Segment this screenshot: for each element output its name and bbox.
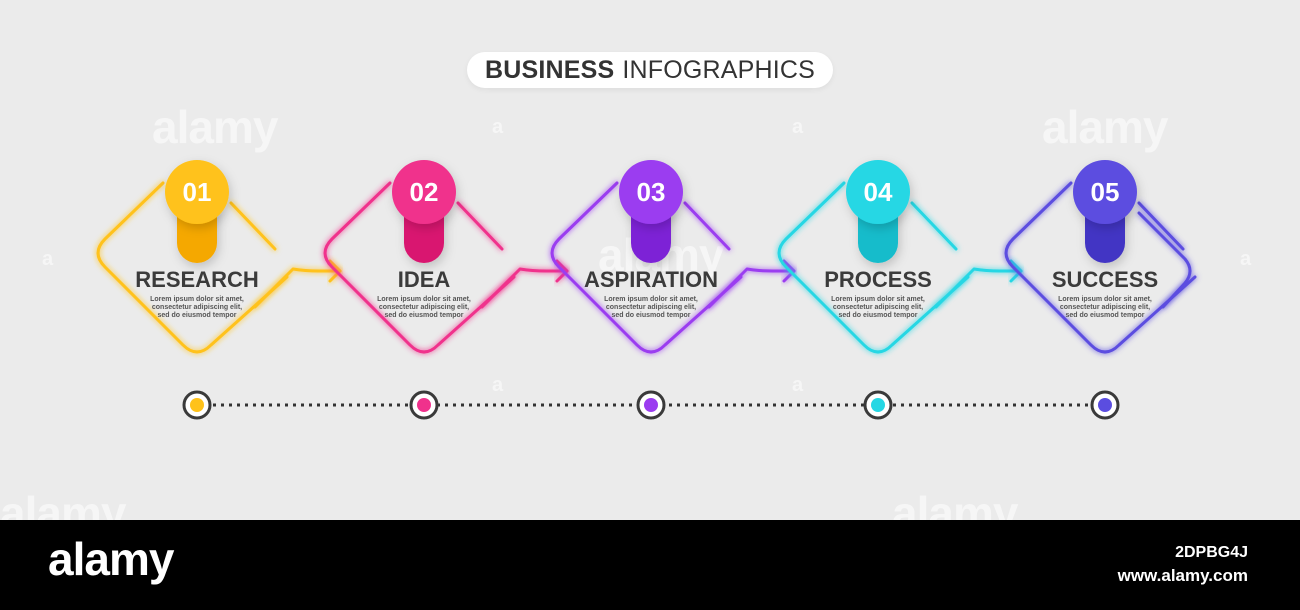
step-description-line: sed do eiusmod tempor: [157, 312, 237, 319]
step-label: ASPIRATION: [583, 267, 719, 292]
arrow-head-icon: [1009, 259, 1023, 283]
number-badge: [619, 160, 683, 224]
step-number: 05: [1090, 177, 1120, 207]
watermark-letter: a: [492, 374, 504, 396]
connector-line: [934, 267, 1023, 309]
number-badge: [1073, 160, 1137, 224]
step-number: 04: [863, 177, 893, 207]
step-success: [1004, 160, 1197, 420]
watermark: alamy: [892, 487, 1018, 520]
step-aspiration: [550, 160, 796, 420]
step-description-line: consectetur adipiscing elit,: [1059, 304, 1151, 311]
step-process: [777, 160, 1023, 420]
number-badge: [846, 160, 910, 224]
title-bold: BUSINESS: [484, 55, 615, 84]
footer-logo: alamy: [48, 533, 174, 585]
arrow-head-icon: [782, 259, 796, 283]
watermark: alamy: [0, 487, 126, 520]
step-number: 02: [409, 177, 439, 207]
connector-line: [253, 267, 342, 309]
step-outline-arm: [910, 201, 958, 251]
step-research: [96, 160, 342, 420]
step-description-line: consectetur adipiscing elit,: [151, 304, 243, 311]
step-description-line: consectetur adipiscing elit,: [605, 304, 697, 311]
connector-line: [707, 267, 796, 309]
watermark-letter: a: [792, 374, 804, 396]
footer-image-id: 2DPBG4J: [1175, 544, 1248, 561]
step-description-line: consectetur adipiscing elit,: [832, 304, 924, 311]
timeline-node-dot: [417, 398, 431, 412]
timeline-node-dot: [1098, 398, 1112, 412]
step-label: PROCESS: [824, 267, 932, 292]
step-description-line: Lorem ipsum dolor sit amet,: [604, 296, 698, 303]
footer-bar: [0, 520, 1300, 610]
connector-line: [480, 267, 569, 309]
watermark-letter: a: [492, 116, 504, 138]
arrow-head-icon: [555, 259, 569, 283]
step-description-line: Lorem ipsum dolor sit amet,: [377, 296, 471, 303]
title-light: INFOGRAPHICS: [622, 55, 816, 84]
title-pill: BUSINESS INFOGRAPHICS: [467, 52, 833, 88]
step-description-line: sed do eiusmod tempor: [838, 312, 918, 319]
footer-url: www.alamy.com: [1117, 566, 1248, 585]
step-description-line: sed do eiusmod tempor: [611, 312, 691, 319]
step-outline: [777, 181, 970, 354]
step-description: Lorem ipsum dolor sit amet,consectetur a…: [798, 296, 958, 320]
step-label: RESEARCH: [135, 267, 259, 292]
timeline-node-dot: [190, 398, 204, 412]
step-number: 01: [182, 177, 212, 207]
timeline-node-dot: [644, 398, 658, 412]
number-badge: [165, 160, 229, 224]
step-shapes-layer: [96, 160, 1197, 420]
step-description: Lorem ipsum dolor sit amet,consectetur a…: [571, 296, 731, 320]
step-description-line: Lorem ipsum dolor sit amet,: [150, 296, 244, 303]
timeline-node-dot: [871, 398, 885, 412]
step-label: IDEA: [397, 267, 451, 292]
step-outline: [323, 181, 516, 354]
watermark-letter: a: [42, 248, 54, 270]
number-badge: [392, 160, 456, 224]
step-number: 03: [636, 177, 666, 207]
watermark-letter: a: [1240, 248, 1252, 270]
step-outline-close: [1137, 211, 1192, 309]
step-label: SUCCESS: [1051, 267, 1159, 292]
step-outline-arm: [456, 201, 504, 251]
step-description-line: Lorem ipsum dolor sit amet,: [831, 296, 925, 303]
watermark: alamy: [152, 101, 278, 153]
step-idea: [323, 160, 569, 420]
step-description-line: sed do eiusmod tempor: [1065, 312, 1145, 319]
step-outline: [1004, 181, 1197, 354]
step-outline: [96, 181, 289, 354]
step-outline-arm: [683, 201, 731, 251]
step-description-line: Lorem ipsum dolor sit amet,: [1058, 296, 1152, 303]
step-outline: [550, 181, 743, 354]
step-description-line: sed do eiusmod tempor: [384, 312, 464, 319]
arrow-head-icon: [328, 259, 342, 283]
step-description: Lorem ipsum dolor sit amet,consectetur a…: [344, 296, 504, 320]
step-description: Lorem ipsum dolor sit amet,consectetur a…: [1025, 296, 1185, 320]
infographic-canvas: alamy alamy alamy alamy alamy a a a a a …: [0, 52, 1252, 520]
step-outline-arm: [1137, 201, 1185, 251]
step-description-line: consectetur adipiscing elit,: [378, 304, 470, 311]
watermark-letter: a: [792, 116, 804, 138]
step-description: Lorem ipsum dolor sit amet,consectetur a…: [117, 296, 277, 320]
step-outline-arm: [229, 201, 277, 251]
watermark: alamy: [1042, 101, 1168, 153]
